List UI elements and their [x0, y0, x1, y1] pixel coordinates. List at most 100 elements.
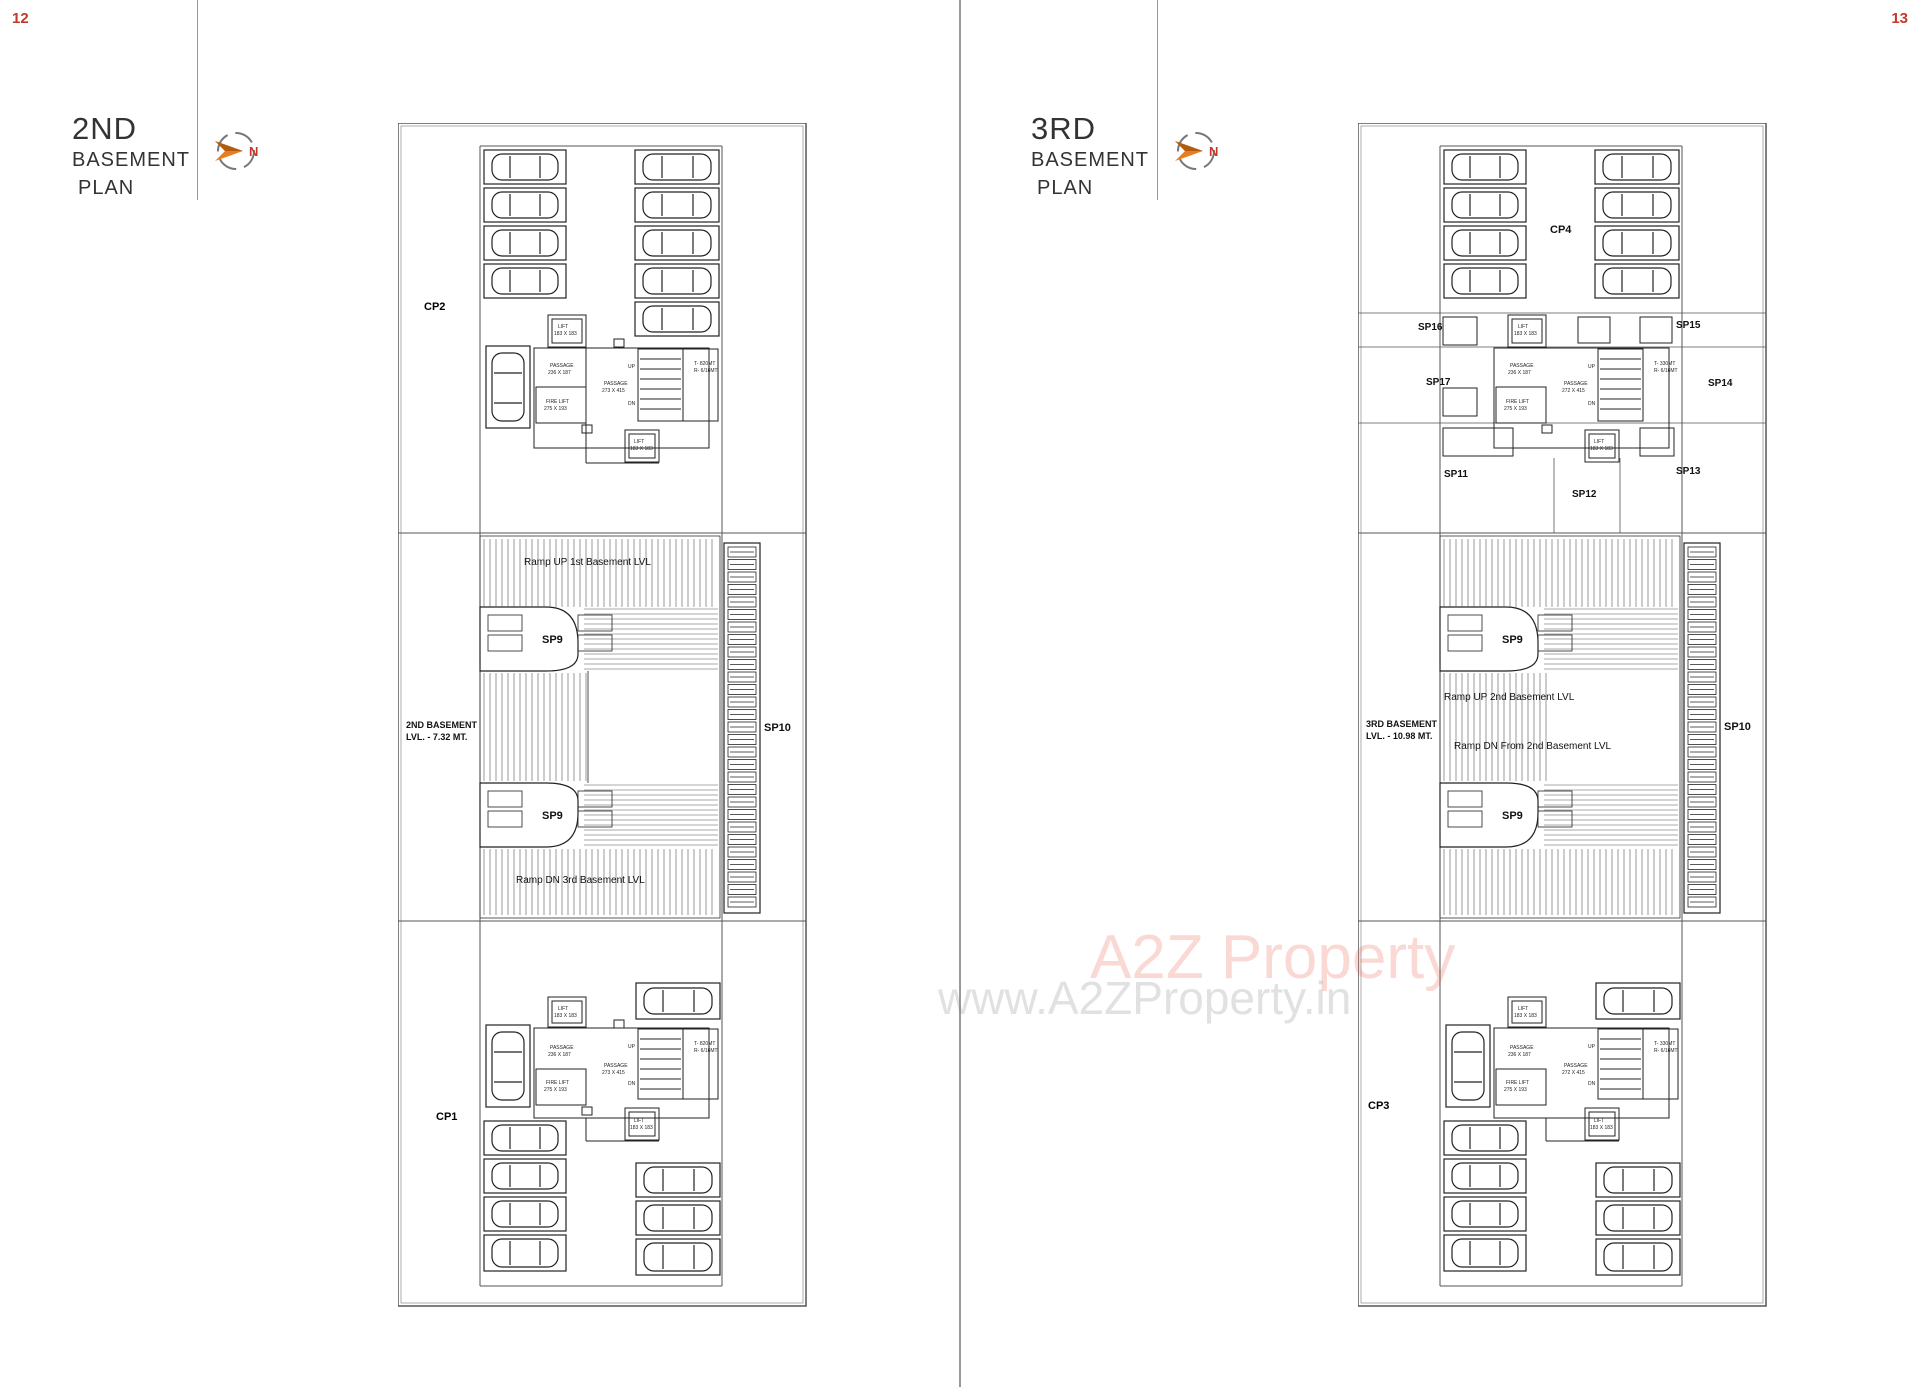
- lift-label-3: LIFT: [1518, 1006, 1528, 1012]
- passage-label-4: PASSAGE: [1564, 1063, 1588, 1069]
- page-number: 13: [1891, 10, 1908, 27]
- passage-label-3: PASSAGE: [550, 1045, 574, 1051]
- fire-lift-label: FIRE LIFT: [546, 399, 569, 405]
- zone-label-sp9-lower: SP9: [542, 810, 563, 822]
- stair-t-label-2: T- 330MT: [1654, 1041, 1675, 1047]
- book-spine: [959, 0, 961, 1387]
- stair-r-label-2: R- 6/16MT: [694, 1048, 718, 1054]
- zone-label-sp9-upper: SP9: [1502, 634, 1523, 646]
- passage-size-3: 236 X 187: [548, 1052, 571, 1058]
- fire-lift-size: 275 X 193: [1504, 406, 1527, 412]
- lift-size-4: 183 X 183: [1590, 1125, 1613, 1131]
- passage-size-2: 272 X 415: [1562, 388, 1585, 394]
- lift-label: LIFT: [558, 324, 568, 330]
- zone-label-sp16: SP16: [1418, 322, 1443, 333]
- stair-up-label: UP: [628, 364, 636, 370]
- fire-lift-size-2: 275 X 193: [1504, 1087, 1527, 1093]
- title-divider: [1157, 0, 1158, 200]
- level-line-2: LVL. - 7.32 MT.: [406, 732, 467, 742]
- stair-dn-label: DN: [628, 401, 636, 407]
- right-page: 13 3RD BASEMENT PLAN N: [961, 0, 1920, 1387]
- fire-lift-label-2: FIRE LIFT: [546, 1080, 569, 1086]
- zone-label-top: CP4: [1550, 224, 1572, 236]
- stair-dn-label-2: DN: [628, 1081, 636, 1087]
- stair-dn-label: DN: [1588, 401, 1596, 407]
- zone-label-sp9-lower: SP9: [1502, 810, 1523, 822]
- lift-size-2: 183 X 183: [630, 446, 653, 452]
- stair-up-label-2: UP: [1588, 1044, 1596, 1050]
- zone-label-sp11: SP11: [1444, 469, 1468, 480]
- stair-t-label: T- 820MT: [694, 361, 715, 367]
- fire-lift-label: FIRE LIFT: [1506, 399, 1529, 405]
- lift-label-2: LIFT: [634, 439, 644, 445]
- passage-label: PASSAGE: [1510, 363, 1534, 369]
- title-line-3: PLAN: [78, 177, 135, 199]
- passage-size: 236 X 187: [548, 370, 571, 376]
- passage-label: PASSAGE: [550, 363, 574, 369]
- north-compass-icon: N: [1175, 132, 1218, 170]
- stair-r-label: R- 6/16MT: [694, 368, 718, 374]
- stair-up-label: UP: [1588, 364, 1596, 370]
- zone-label-sp17: SP17: [1426, 377, 1451, 388]
- basement-plan-drawing: LIFT 183 X 183 PASSAGE 236 X 187 PASSAGE…: [398, 123, 807, 1307]
- title-divider: [197, 0, 198, 200]
- zone-label-sp15: SP15: [1676, 320, 1701, 331]
- lift-label-4: LIFT: [634, 1118, 644, 1124]
- compass-letter: N: [249, 144, 258, 159]
- zone-label-sp9-upper: SP9: [542, 634, 563, 646]
- zone-label-top: CP2: [424, 301, 445, 313]
- fire-lift-label-2: FIRE LIFT: [1506, 1080, 1529, 1086]
- passage-label-2: PASSAGE: [604, 381, 628, 387]
- passage-label-3: PASSAGE: [1510, 1045, 1534, 1051]
- ramp-up-label: Ramp UP 1st Basement LVL: [524, 557, 651, 568]
- lift-size: 183 X 183: [554, 331, 577, 337]
- plan-title: 2ND BASEMENT PLAN: [72, 112, 190, 202]
- lift-label: LIFT: [1518, 324, 1528, 330]
- lift-label-4: LIFT: [1594, 1118, 1604, 1124]
- zone-label-side: SP10: [1724, 721, 1751, 733]
- level-line-2: LVL. - 10.98 MT.: [1366, 731, 1432, 741]
- zone-label-sp14: SP14: [1708, 378, 1733, 389]
- zone-label-bottom: CP1: [436, 1111, 457, 1123]
- stair-r-label-2: R- 6/16MT: [1654, 1048, 1678, 1054]
- lift-label-2: LIFT: [1594, 439, 1604, 445]
- stair-dn-label-2: DN: [1588, 1081, 1596, 1087]
- basement-plan-drawing: LIFT 183 X 183 PASSAGE 236 X 187 PASSAGE…: [1358, 123, 1767, 1307]
- stair-r-label: R- 6/16MT: [1654, 368, 1678, 374]
- passage-size-4: 273 X 415: [602, 1070, 625, 1076]
- zone-label-bottom: CP3: [1368, 1100, 1389, 1112]
- stair-up-label-2: UP: [628, 1044, 636, 1050]
- ramp-up-label: Ramp UP 2nd Basement LVL: [1444, 692, 1575, 703]
- passage-label-2: PASSAGE: [1564, 381, 1588, 387]
- compass-letter: N: [1209, 144, 1218, 159]
- left-page: 12 2ND BASEMENT PLAN N: [0, 0, 959, 1387]
- ramp-dn-label: Ramp DN From 2nd Basement LVL: [1454, 741, 1612, 752]
- passage-size-2: 273 X 415: [602, 388, 625, 394]
- passage-size-3: 236 X 187: [1508, 1052, 1531, 1058]
- lift-size-2: 183 X 183: [1590, 446, 1613, 452]
- title-line-2: BASEMENT: [1031, 149, 1150, 171]
- page-number: 12: [12, 10, 29, 27]
- ramp-dn-label: Ramp DN 3rd Basement LVL: [516, 875, 645, 886]
- level-line-1: 3RD BASEMENT: [1366, 719, 1438, 729]
- passage-size: 236 X 187: [1508, 370, 1531, 376]
- passage-size-4: 272 X 415: [1562, 1070, 1585, 1076]
- lift-size: 183 X 183: [1514, 331, 1537, 337]
- fire-lift-size-2: 275 X 193: [544, 1087, 567, 1093]
- zone-label-sp12: SP12: [1572, 489, 1597, 500]
- stair-t-label: T- 330MT: [1654, 361, 1675, 367]
- title-line-1: 2ND: [72, 111, 138, 146]
- zone-label-side: SP10: [764, 722, 791, 734]
- zone-label-sp13: SP13: [1676, 466, 1701, 477]
- title-line-2: BASEMENT: [72, 149, 191, 171]
- lift-size-4: 183 X 183: [630, 1125, 653, 1131]
- stair-t-label-2: T- 820MT: [694, 1041, 715, 1047]
- lift-label-3: LIFT: [558, 1006, 568, 1012]
- plan-title: 3RD BASEMENT PLAN: [1031, 112, 1149, 202]
- title-line-3: PLAN: [1037, 177, 1094, 199]
- title-line-1: 3RD: [1031, 111, 1097, 146]
- passage-label-4: PASSAGE: [604, 1063, 628, 1069]
- level-line-1: 2ND BASEMENT: [406, 720, 478, 730]
- lift-size-3: 183 X 183: [1514, 1013, 1537, 1019]
- fire-lift-size: 275 X 193: [544, 406, 567, 412]
